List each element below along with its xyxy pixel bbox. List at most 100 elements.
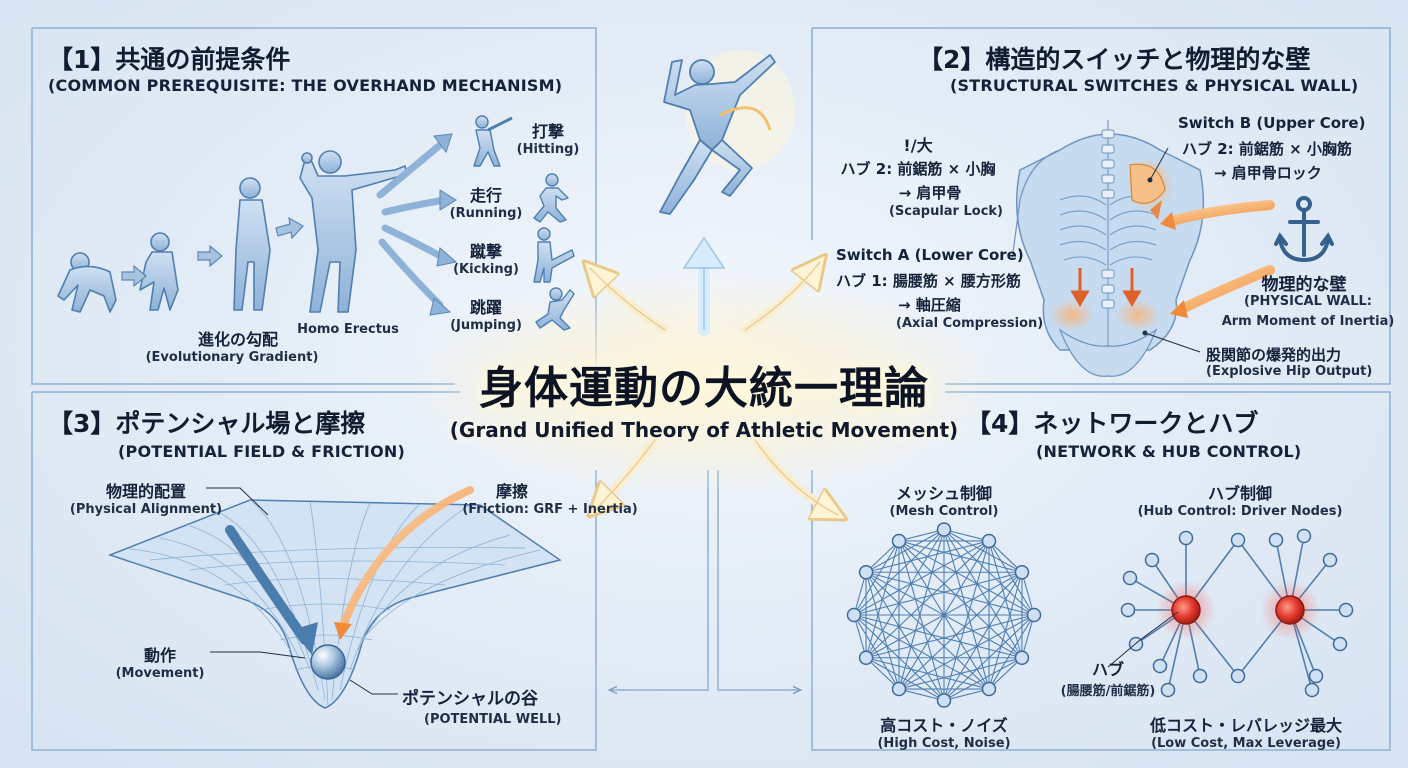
anchor-icon [1274, 196, 1334, 263]
throwing-athlete-figure [659, 50, 795, 215]
action-kicking-label: 蹴撃 [469, 242, 503, 261]
mesh-edge [898, 540, 1035, 616]
hub-control-label: ハブ制御 [1207, 484, 1273, 503]
main-title: 身体運動の大統一理論 [478, 363, 929, 414]
mesh-node [891, 681, 907, 697]
evolution-label-en: (Evolutionary Gradient) [145, 350, 319, 365]
friction-label: 摩擦 [495, 482, 529, 501]
hub-leaf-node [1304, 682, 1320, 698]
switch-b-hub: ハブ 2: 前鋸筋 × 小胸筋 [1182, 140, 1352, 158]
panel2-title: 【2】構造的スイッチと物理的な壁 [918, 45, 1311, 74]
hub-node-en: (腸腰筋/前鋸筋) [1060, 684, 1156, 699]
mesh-edge [1021, 572, 1035, 616]
mesh-edge [865, 571, 990, 690]
mesh-edge [943, 528, 990, 542]
main-subtitle: (Grand Unified Theory of Athletic Moveme… [449, 418, 959, 442]
upper-left-label: !/大 [903, 136, 933, 155]
hub-driver-node [1171, 595, 1201, 625]
hub-leaf-node [1308, 668, 1324, 684]
action-figures [473, 115, 575, 331]
mesh-edge [865, 657, 900, 690]
low-cost-label: 低コスト・レバレッジ最大 [1149, 716, 1343, 735]
mesh-control-label: メッシュ制御 [895, 484, 993, 503]
mesh-edge [988, 540, 1023, 573]
switch-b-result: → 肩甲骨ロック [1214, 164, 1322, 182]
panel3-title: 【3】ポテンシャル場と摩擦 [48, 409, 366, 438]
movement-en: (Movement) [115, 666, 205, 681]
hub-leaf-node [1144, 552, 1160, 568]
alignment-label: 物理的配置 [105, 482, 187, 501]
center-glow [404, 275, 1004, 495]
panel2-subtitle: (STRUCTURAL SWITCHES & PHYSICAL WALL) [950, 76, 1359, 95]
mesh-edge [865, 540, 900, 573]
alignment-en: (Physical Alignment) [69, 502, 223, 517]
hub-leaf-node [1230, 668, 1246, 684]
evolution-arrows [121, 216, 304, 288]
potential-well-label: ポテンシャルの谷 [402, 689, 538, 709]
panel3-subtitle: (POTENTIAL FIELD & FRICTION) [118, 442, 405, 461]
hub-network [1120, 528, 1354, 698]
hub-leaf-node [1152, 658, 1168, 674]
hub-leaf-node [1268, 532, 1284, 548]
central-title-block: 身体運動の大統一理論 (Grand Unified Theory of Athl… [450, 352, 958, 442]
homo-erectus-label: Homo Erectus [297, 322, 399, 337]
mesh-node [1014, 650, 1030, 665]
switch-b-title: Switch B (Upper Core) [1178, 114, 1366, 132]
mesh-node [981, 681, 997, 697]
mesh-edge [853, 614, 990, 690]
mesh-edge [898, 540, 990, 690]
mesh-edge [865, 540, 900, 658]
potential-well-en: (POTENTIAL WELL) [424, 712, 562, 727]
mesh-node [846, 607, 862, 623]
mesh-edge [865, 614, 1035, 659]
hub-leaf-node [1230, 532, 1246, 548]
physical-wall-en2: Arm Moment of Inertia) [1221, 314, 1395, 329]
panel1-subtitle: (COMMON PREREQUISITE: THE OVERHAND MECHA… [48, 76, 563, 95]
hub-leaf-node [1160, 682, 1176, 698]
mesh-edge [865, 572, 900, 690]
hub-leaf-node [1322, 552, 1338, 568]
mesh-edge [1021, 614, 1035, 658]
action-jumping-label: 跳躍 [469, 298, 503, 317]
mesh-node [936, 693, 952, 708]
panel4-title: 【4】ネットワークとハブ [966, 409, 1259, 438]
mesh-edge [943, 540, 990, 701]
mesh-edge [853, 614, 900, 690]
high-cost-en: (High Cost, Noise) [877, 736, 1011, 751]
upper-left-result: → 肩甲骨 [898, 184, 962, 202]
potential-surface [107, 486, 562, 709]
action-running-en: (Running) [449, 206, 523, 221]
mesh-edge [853, 572, 867, 616]
mesh-node [981, 533, 997, 549]
hip-output-label: 股関節の爆発的出力 [1206, 346, 1342, 364]
panel1-title: 【1】共通の前提条件 [48, 45, 291, 74]
mesh-edge [898, 688, 945, 702]
action-jumping-en: (Jumping) [450, 318, 522, 333]
switch-a-title: Switch A (Lower Core) [836, 246, 1024, 264]
friction-en: (Friction: GRF + Inertia) [462, 502, 638, 517]
mesh-node [858, 565, 874, 580]
mesh-edge [988, 657, 1023, 690]
action-hitting-en: (Hitting) [516, 142, 580, 157]
panel2-leaders [1142, 147, 1201, 353]
mesh-node [1014, 565, 1030, 580]
mesh-control-en: (Mesh Control) [889, 504, 999, 519]
hub-driver-node [1275, 595, 1305, 625]
mesh-edge [898, 540, 1023, 573]
mesh-edge [865, 540, 990, 659]
mesh-edge [898, 540, 945, 701]
mesh-network [846, 522, 1042, 708]
hub-node-label: ハブ [1091, 660, 1125, 679]
low-cost-en: (Low Cost, Max Leverage) [1151, 736, 1341, 751]
hip-output-en: (Explosive Hip Output) [1206, 364, 1373, 379]
panel3-leaders [206, 487, 398, 695]
hub-leaf-node [1296, 528, 1312, 544]
action-hitting-label: 打撃 [531, 122, 565, 141]
upper-left-en: (Scapular Lock) [888, 204, 1004, 219]
mesh-edge [865, 657, 945, 701]
switch-a-hub: ハブ 1: 腸腰筋 × 腰方形筋 [836, 272, 1021, 290]
hub-leaf-node [1122, 570, 1138, 586]
action-kicking-en: (Kicking) [453, 262, 519, 277]
mesh-node [1026, 607, 1042, 623]
